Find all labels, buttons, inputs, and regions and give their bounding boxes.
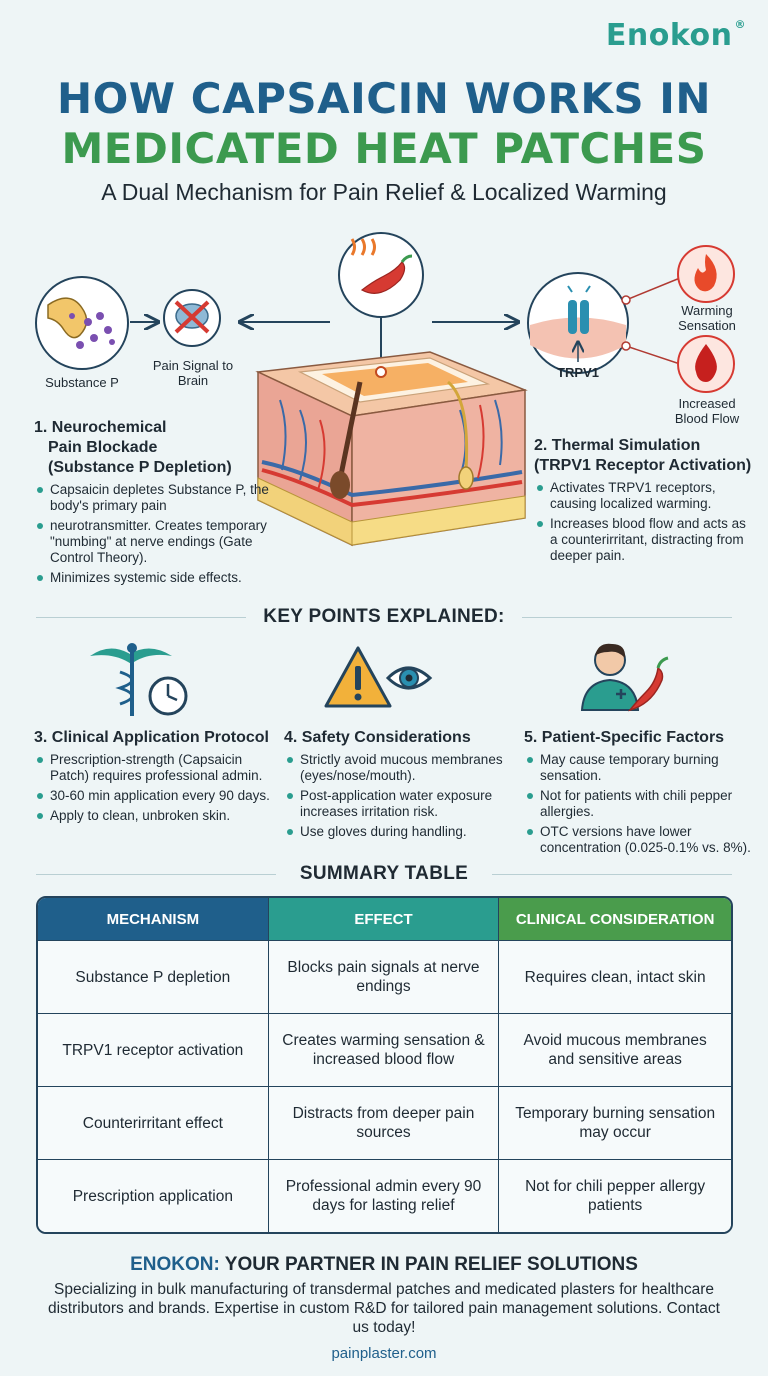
substance-p-icon <box>35 276 129 370</box>
footer-title-rest: YOUR PARTNER IN PAIN RELIEF SOLUTIONS <box>219 1254 638 1275</box>
table-row: TRPV1 receptor activation Creates warmin… <box>38 1013 731 1086</box>
mechanism-2-title: 2. Thermal Simulation (TRPV1 Receptor Ac… <box>534 436 754 476</box>
table-cell: Professional admin every 90 days for las… <box>268 1159 500 1232</box>
table-cell: TRPV1 receptor activation <box>38 1013 269 1086</box>
key-point-4-title: 4. Safety Considerations <box>284 729 471 746</box>
column-header-mechanism: MECHANISM <box>38 898 269 940</box>
divider-right <box>492 874 732 875</box>
flame-icon <box>677 245 735 303</box>
caduceus-clock-icon <box>90 643 188 716</box>
title-line-2: MEDICATED HEAT PATCHES <box>61 124 707 173</box>
bullet-item: Minimizes systemic side effects. <box>36 570 276 586</box>
divider-left <box>36 617 246 618</box>
key-points-heading: KEY POINTS EXPLAINED: <box>263 606 505 627</box>
key-point-4-bullets: Strictly avoid mucous membranes (eyes/no… <box>286 752 524 844</box>
bullet-item: Apply to clean, unbroken skin. <box>36 808 276 824</box>
mechanism-diagram <box>35 232 735 547</box>
bullet-item: Capsaicin depletes Substance P, the body… <box>36 482 276 514</box>
warming-label: Warming Sensation <box>678 303 736 333</box>
pain-signal-label: Pain Signal to Brain <box>152 358 234 388</box>
footer-title: ENOKON: YOUR PARTNER IN PAIN RELIEF SOLU… <box>0 1254 768 1276</box>
divider-left <box>36 874 276 875</box>
brand-name: Enokon <box>605 18 733 53</box>
table-cell: Blocks pain signals at nerve endings <box>268 940 500 1013</box>
mechanism-2-title-line: 2. Thermal Simulation <box>534 437 701 454</box>
table-row: Counterirritant effect Distracts from de… <box>38 1086 731 1159</box>
warning-eye-icon <box>324 646 433 708</box>
trpv1-receptor-icon <box>527 272 629 374</box>
table-cell: Distracts from deeper pain sources <box>268 1086 500 1159</box>
chili-heat-icon <box>338 232 424 318</box>
bullet-item: Strictly avoid mucous membranes (eyes/no… <box>286 752 524 784</box>
bullet-item: Post-application water exposure increase… <box>286 788 524 820</box>
substance-p-label: Substance P <box>45 375 119 390</box>
title-line-1: HOW CAPSAICIN WORKS IN <box>56 74 712 123</box>
mechanism-1-bullets: Capsaicin depletes Substance P, the body… <box>36 482 276 590</box>
mechanism-2-bullets: Activates TRPV1 receptors, causing local… <box>536 480 748 568</box>
blood-flow-label: Increased Blood Flow <box>674 396 740 426</box>
bullet-item: OTC versions have lower concentration (0… <box>526 824 756 856</box>
skin-cross-section-illustration <box>255 351 528 547</box>
key-point-3-title: 3. Clinical Application Protocol <box>34 729 269 746</box>
key-point-3-bullets: Prescription-strength (Capsaicin Patch) … <box>36 752 276 828</box>
mechanism-1-title-line: Pain Blockade <box>48 439 158 456</box>
table-cell: Creates warming sensation & increased bl… <box>268 1013 500 1086</box>
subtitle: A Dual Mechanism for Pain Relief & Local… <box>101 179 667 205</box>
divider-right <box>522 617 732 618</box>
mechanism-2-title-line: (TRPV1 Receptor Activation) <box>534 457 752 474</box>
bullet-item: Not for patients with chili pepper aller… <box>526 788 756 820</box>
bullet-item: Use gloves during handling. <box>286 824 524 840</box>
key-point-5-bullets: May cause temporary burning sensation. N… <box>526 752 756 860</box>
table-cell: Temporary burning sensation may occur <box>499 1086 731 1159</box>
footer-website-link[interactable]: painplaster.com <box>331 1345 437 1362</box>
mechanism-1-title-line: 1. Neurochemical <box>34 419 167 436</box>
table-cell: Substance P depletion <box>38 940 269 1013</box>
table-cell: Not for chili pepper allergy patients <box>499 1159 731 1232</box>
summary-table: MECHANISM EFFECT CLINICAL CONSIDERATION … <box>36 896 733 1234</box>
bullet-item: 30-60 min application every 90 days. <box>36 788 276 804</box>
bullet-item: Prescription-strength (Capsaicin Patch) … <box>36 752 276 784</box>
registered-mark: ® <box>734 18 746 31</box>
mechanism-1-title-line: (Substance P Depletion) <box>48 459 232 476</box>
bullet-item: Activates TRPV1 receptors, causing local… <box>536 480 748 512</box>
mechanism-1-title: 1. Neurochemical Pain Blockade (Substanc… <box>34 418 264 478</box>
table-cell: Prescription application <box>38 1159 269 1232</box>
table-row: Substance P depletion Blocks pain signal… <box>38 940 731 1013</box>
trpv1-label: TRPV1 <box>557 365 599 380</box>
brand-logo: Enokon® <box>606 18 746 53</box>
footer-description: Specializing in bulk manufacturing of tr… <box>47 1281 720 1336</box>
column-header-effect: EFFECT <box>268 898 500 940</box>
patient-chili-icon <box>580 643 669 712</box>
key-point-5-title: 5. Patient-Specific Factors <box>524 729 725 746</box>
summary-table-heading: SUMMARY TABLE <box>299 863 469 884</box>
bullet-item: May cause temporary burning sensation. <box>526 752 756 784</box>
bullet-item: neurotransmitter. Creates temporary "num… <box>36 518 276 566</box>
blood-drop-icon <box>677 335 735 393</box>
column-header-clinical: CLINICAL CONSIDERATION <box>499 898 731 940</box>
blocked-brain-icon <box>163 289 221 347</box>
table-cell: Requires clean, intact skin <box>499 940 731 1013</box>
table-cell: Counterirritant effect <box>38 1086 269 1159</box>
bullet-item: Increases blood flow and acts as a count… <box>536 516 748 564</box>
table-cell: Avoid mucous membranes and sensitive are… <box>499 1013 731 1086</box>
table-row: Prescription application Professional ad… <box>38 1159 731 1232</box>
footer-title-highlight: ENOKON: <box>130 1254 220 1275</box>
